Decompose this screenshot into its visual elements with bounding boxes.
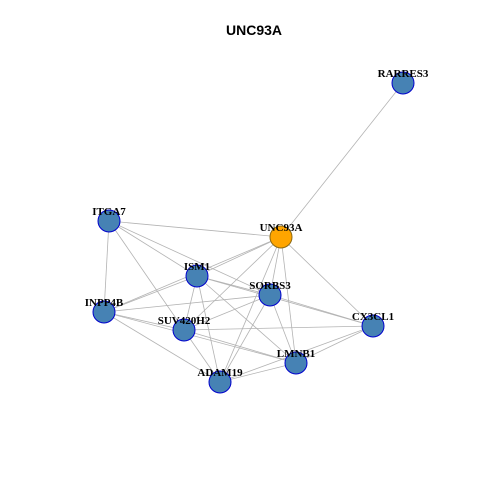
edge-ism1-cx3cl1 [196,275,374,327]
node-layer [92,71,415,394]
edge-unc93a-ism1 [196,236,282,277]
edge-cx3cl1-lmnb1 [295,325,374,364]
node-cx3cl1 [361,314,385,338]
edge-unc93a-cx3cl1 [280,236,374,327]
node-rarres3 [391,71,415,95]
edge-itga7-ism1 [108,220,198,277]
node-label-adam19: ADAM19 [197,367,243,379]
node-label-rarres3: RARRES3 [378,68,429,80]
edge-ism1-inpp4b [103,275,198,313]
edge-inpp4b-suv420h2 [103,311,185,331]
edge-inpp4b-adam19 [103,311,221,383]
edge-suv420h2-lmnb1 [183,329,297,364]
graph-title: UNC93A [226,22,282,38]
node-ism1 [185,264,209,288]
edge-layer [103,82,404,383]
edge-itga7-unc93a [108,220,282,238]
node-lmnb1 [284,351,308,375]
edge-unc93a-suv420h2 [183,236,282,331]
node-suv420h2 [172,318,196,342]
edge-suv420h2-cx3cl1 [183,325,374,331]
edge-sorbs3-lmnb1 [269,294,297,364]
edge-sorbs3-inpp4b [103,294,271,313]
node-label-cx3cl1: CX3CL1 [352,311,394,323]
edge-lmnb1-adam19 [219,362,297,383]
edge-sorbs3-suv420h2 [183,294,271,331]
node-inpp4b [92,300,116,324]
node-label-lmnb1: LMNB1 [277,348,316,360]
node-label-unc93a: UNC93A [260,222,303,234]
edge-ism1-lmnb1 [196,275,297,364]
node-unc93a [269,225,293,249]
node-label-itga7: ITGA7 [92,206,126,218]
edge-itga7-sorbs3 [108,220,271,296]
edge-itga7-inpp4b [103,220,110,313]
node-label-suv420h2: SUV420H2 [158,315,211,327]
node-label-sorbs3: SORBS3 [249,280,291,292]
edge-itga7-suv420h2 [108,220,185,331]
edge-sorbs3-adam19 [219,294,271,383]
node-itga7 [97,209,121,233]
edge-inpp4b-lmnb1 [103,311,297,364]
node-adam19 [208,370,232,394]
edge-sorbs3-cx3cl1 [269,294,374,327]
node-label-ism1: ISM1 [184,261,210,273]
edge-ism1-adam19 [196,275,221,383]
edge-unc93a-adam19 [219,236,282,383]
edge-unc93a-lmnb1 [280,236,297,364]
edge-rarres3-unc93a [280,82,404,238]
node-sorbs3 [258,283,282,307]
node-label-inpp4b: INPP4B [85,297,124,309]
